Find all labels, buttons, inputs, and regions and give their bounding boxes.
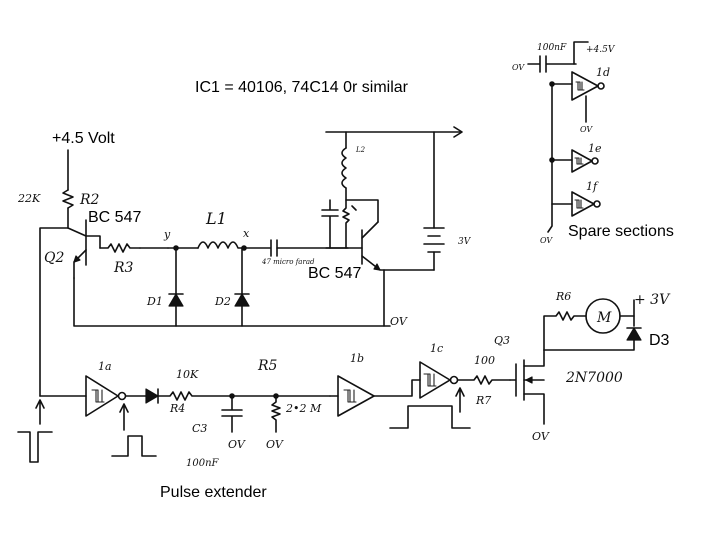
gate-1d-schmitt-inverter	[551, 71, 605, 123]
transistor-mid-label: BC 547	[308, 265, 361, 282]
bc547-mid-transistor	[361, 221, 385, 271]
r2-value-label: 22K	[17, 192, 41, 205]
d2-diode	[234, 247, 250, 327]
r2-resistor	[62, 149, 74, 229]
spare-ov-bottom-label: OV	[540, 236, 553, 245]
gate-1f-label: 1f	[586, 180, 599, 193]
spare-ov-top-label: OV	[512, 63, 525, 72]
spare-supply-wire	[573, 41, 589, 65]
spare-plus-label: +4.5V	[586, 45, 616, 55]
node-y-label: y	[163, 228, 171, 241]
battery-3v-label: 3V	[458, 237, 472, 247]
r7-value-label: 100	[474, 354, 495, 367]
supply-label: +4.5 Volt	[52, 130, 115, 147]
q2-base-wire	[85, 235, 101, 249]
gate-1e-label: 1e	[588, 142, 602, 155]
ground-rail-wire	[73, 277, 391, 327]
mosfet-2n7000	[509, 349, 545, 425]
d3-label: D3	[649, 332, 670, 349]
cap-47-label: 47 micro farad	[261, 258, 315, 266]
r4-value-label: 10K	[176, 368, 199, 381]
node-x-label: x	[243, 227, 250, 240]
gate-1c-arrow	[455, 387, 465, 413]
gate-1a-schmitt-inverter	[85, 375, 127, 417]
spare-input-rail	[547, 83, 553, 233]
c3-value-label: 100nF	[186, 458, 220, 469]
gate-1a-pulse-waveform	[111, 435, 157, 457]
gate-1a-label: 1a	[98, 360, 112, 373]
mosfet-label: 2N7000	[565, 370, 623, 386]
ov-q3-label: OV	[532, 430, 550, 443]
r4-label: R4	[169, 402, 185, 415]
trigger-arrow	[35, 399, 45, 425]
gate-1b-schmitt-inverter	[329, 375, 375, 417]
gate-1f-schmitt-inverter	[551, 191, 601, 217]
d3-diode	[626, 315, 642, 341]
battery-3v	[423, 131, 445, 271]
r6-resistor	[543, 311, 587, 351]
gate-1a-arrow	[119, 403, 129, 431]
gate-1b-label: 1b	[350, 352, 364, 365]
transistor-q2-label: BC 547	[88, 209, 141, 226]
c3-capacitor	[221, 395, 243, 433]
l2-label: L2	[355, 146, 366, 154]
d1-label: D1	[146, 295, 163, 308]
title-text: IC1 = 40106, 74C14 0r similar	[195, 79, 409, 96]
q2-label: Q2	[44, 250, 64, 266]
gate-1e-schmitt-inverter	[551, 149, 599, 173]
trimmer-capacitor	[321, 199, 339, 249]
c3-label: C3	[192, 422, 207, 435]
ov-mid-label: OV	[390, 315, 408, 328]
l1-inductor	[197, 241, 243, 249]
r3-resistor	[99, 243, 169, 253]
drain-wire	[543, 339, 635, 351]
r5-value-label: 2•2 M	[285, 402, 322, 415]
l2-inductor	[341, 131, 379, 223]
r3-label: R3	[113, 260, 134, 276]
q2-collector-feed-wire	[39, 227, 69, 397]
r6-label: R6	[555, 290, 571, 303]
plus-3v-label: + 3V	[634, 292, 671, 308]
spare-ov-mid-label: OV	[580, 125, 593, 134]
input-pulse-waveform	[17, 431, 53, 463]
l1-label: L1	[205, 209, 227, 228]
output-arrow	[453, 126, 463, 138]
motor-supply-wire	[619, 299, 635, 317]
gate-1c-pulse-waveform	[389, 405, 471, 429]
motor-label: M	[596, 310, 612, 326]
d1-diode	[168, 247, 184, 327]
ov-c3-label: OV	[228, 438, 246, 451]
gate-1c-schmitt-inverter	[419, 361, 459, 399]
spare-cap-label: 100nF	[537, 43, 567, 53]
pulse-extender-diode	[145, 388, 159, 404]
r2-label: R2	[79, 192, 100, 208]
pulse-extender-label: Pulse extender	[160, 484, 267, 501]
q3-label: Q3	[494, 334, 510, 347]
r5-label: R5	[257, 358, 278, 374]
r5-resistor	[271, 395, 281, 433]
spare-sections-label: Spare sections	[568, 223, 674, 240]
gate-1d-label: 1d	[596, 66, 610, 79]
r4-resistor	[157, 391, 331, 401]
r7-label: R7	[475, 394, 491, 407]
gate-1c-label: 1c	[430, 342, 443, 355]
q2-transistor	[67, 219, 87, 279]
spare-decoupling-capacitor	[527, 55, 577, 73]
preset-resistor	[342, 199, 357, 249]
r7-resistor	[457, 375, 511, 385]
gate-1b-output-wire	[373, 379, 421, 397]
ov-r5-label: OV	[266, 438, 284, 451]
d2-label: D2	[214, 295, 231, 308]
